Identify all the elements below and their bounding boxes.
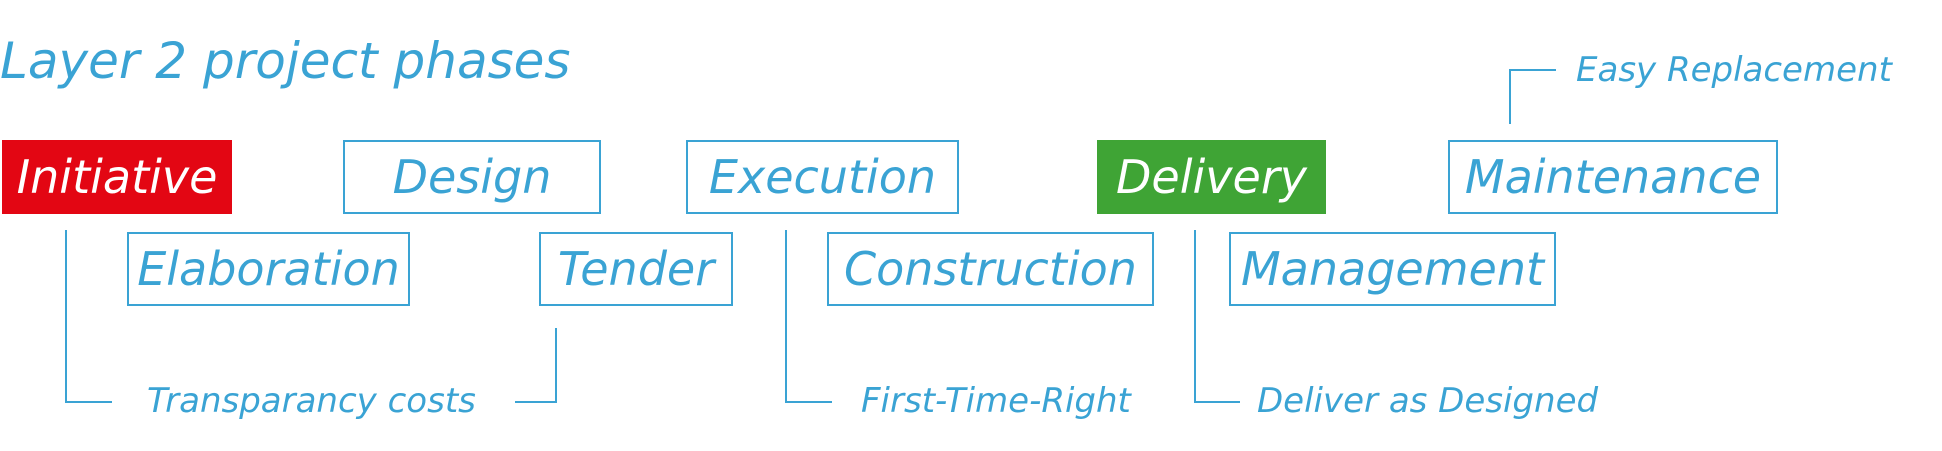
phase-maintenance-label: Maintenance: [1464, 150, 1762, 204]
note-first-time-right: First-Time-Right: [861, 381, 1131, 421]
phase-tender-label: Tender: [557, 242, 715, 296]
phase-management: Management: [1229, 232, 1556, 306]
diagram-title: Layer 2 project phases: [0, 32, 571, 90]
phase-elaboration: Elaboration: [127, 232, 410, 306]
connector-tender-transparancy: [515, 328, 557, 403]
note-easy-replacement: Easy Replacement: [1576, 50, 1892, 90]
phase-execution: Execution: [686, 140, 959, 214]
phase-delivery-label: Delivery: [1116, 150, 1307, 204]
phase-design: Design: [343, 140, 601, 214]
phase-initiative-label: Initiative: [16, 150, 218, 204]
connector-initiative-transparancy: [65, 230, 112, 403]
phase-management-label: Management: [1240, 242, 1545, 296]
note-transparancy-costs: Transparancy costs: [147, 381, 476, 421]
phase-construction-label: Construction: [844, 242, 1137, 296]
note-deliver-as-designed: Deliver as Designed: [1257, 381, 1599, 421]
phase-delivery: Delivery: [1097, 140, 1326, 214]
phase-maintenance: Maintenance: [1448, 140, 1778, 214]
phase-construction: Construction: [827, 232, 1154, 306]
phase-tender: Tender: [539, 232, 733, 306]
phase-initiative: Initiative: [2, 140, 232, 214]
phase-elaboration-label: Elaboration: [137, 242, 400, 296]
connector-execution-first-time-right: [785, 230, 832, 403]
phase-design-label: Design: [392, 150, 552, 204]
phase-execution-label: Execution: [708, 150, 937, 204]
connector-delivery-deliver-as-designed: [1194, 230, 1240, 403]
connector-maintenance-easy-replacement: [1509, 69, 1556, 124]
